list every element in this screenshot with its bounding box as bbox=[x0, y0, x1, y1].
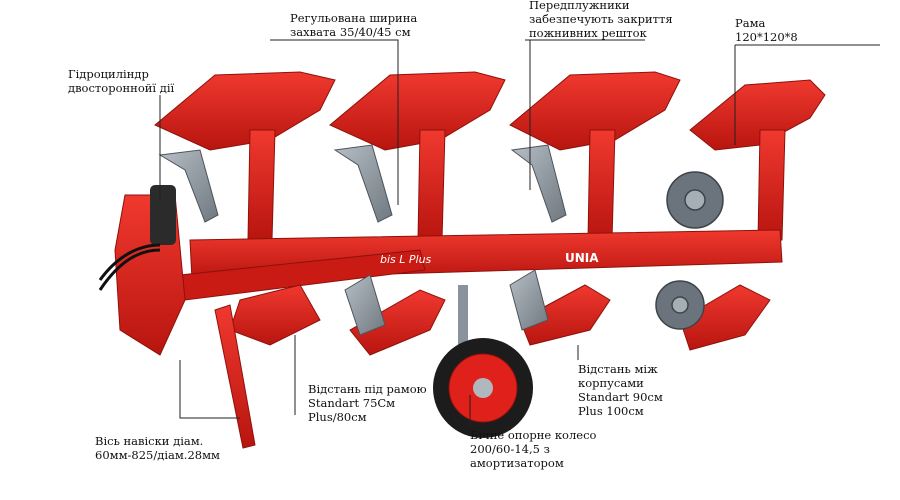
label-working-width: Регульована ширина захвата 35/40/45 см bbox=[290, 11, 418, 39]
label-body-spacing: Відстань між корпусами Standart 90см Plu… bbox=[578, 362, 663, 418]
mouldboards bbox=[154, 71, 826, 151]
lower-steel bbox=[344, 269, 549, 336]
coulter-discs bbox=[655, 171, 724, 330]
label-frame-clearance: Відстань під рамою Standart 75См Plus/80… bbox=[308, 382, 427, 424]
model-badge: bis L Plus bbox=[380, 253, 432, 266]
label-support-wheel: Бічне опорне колесо 200/60-14,5 з аморти… bbox=[470, 428, 597, 470]
label-hitch-axle: Вісь навіски діам. 60мм-825/діам.28мм bbox=[95, 434, 220, 462]
support-wheel bbox=[433, 285, 533, 438]
lower-bodies bbox=[229, 284, 771, 356]
label-frame: Рама 120*120*8 bbox=[735, 16, 798, 44]
callout-lines bbox=[159, 39, 880, 425]
hydraulic-cylinder bbox=[98, 185, 176, 291]
label-hydraulic-cylinder: Гідроциліндр двостороннойї дії bbox=[68, 67, 175, 95]
maker-badge: UNIA bbox=[565, 251, 599, 265]
skimmers bbox=[158, 144, 567, 223]
label-skimmers: Передплужники забезпечують закриття пожн… bbox=[529, 0, 673, 40]
